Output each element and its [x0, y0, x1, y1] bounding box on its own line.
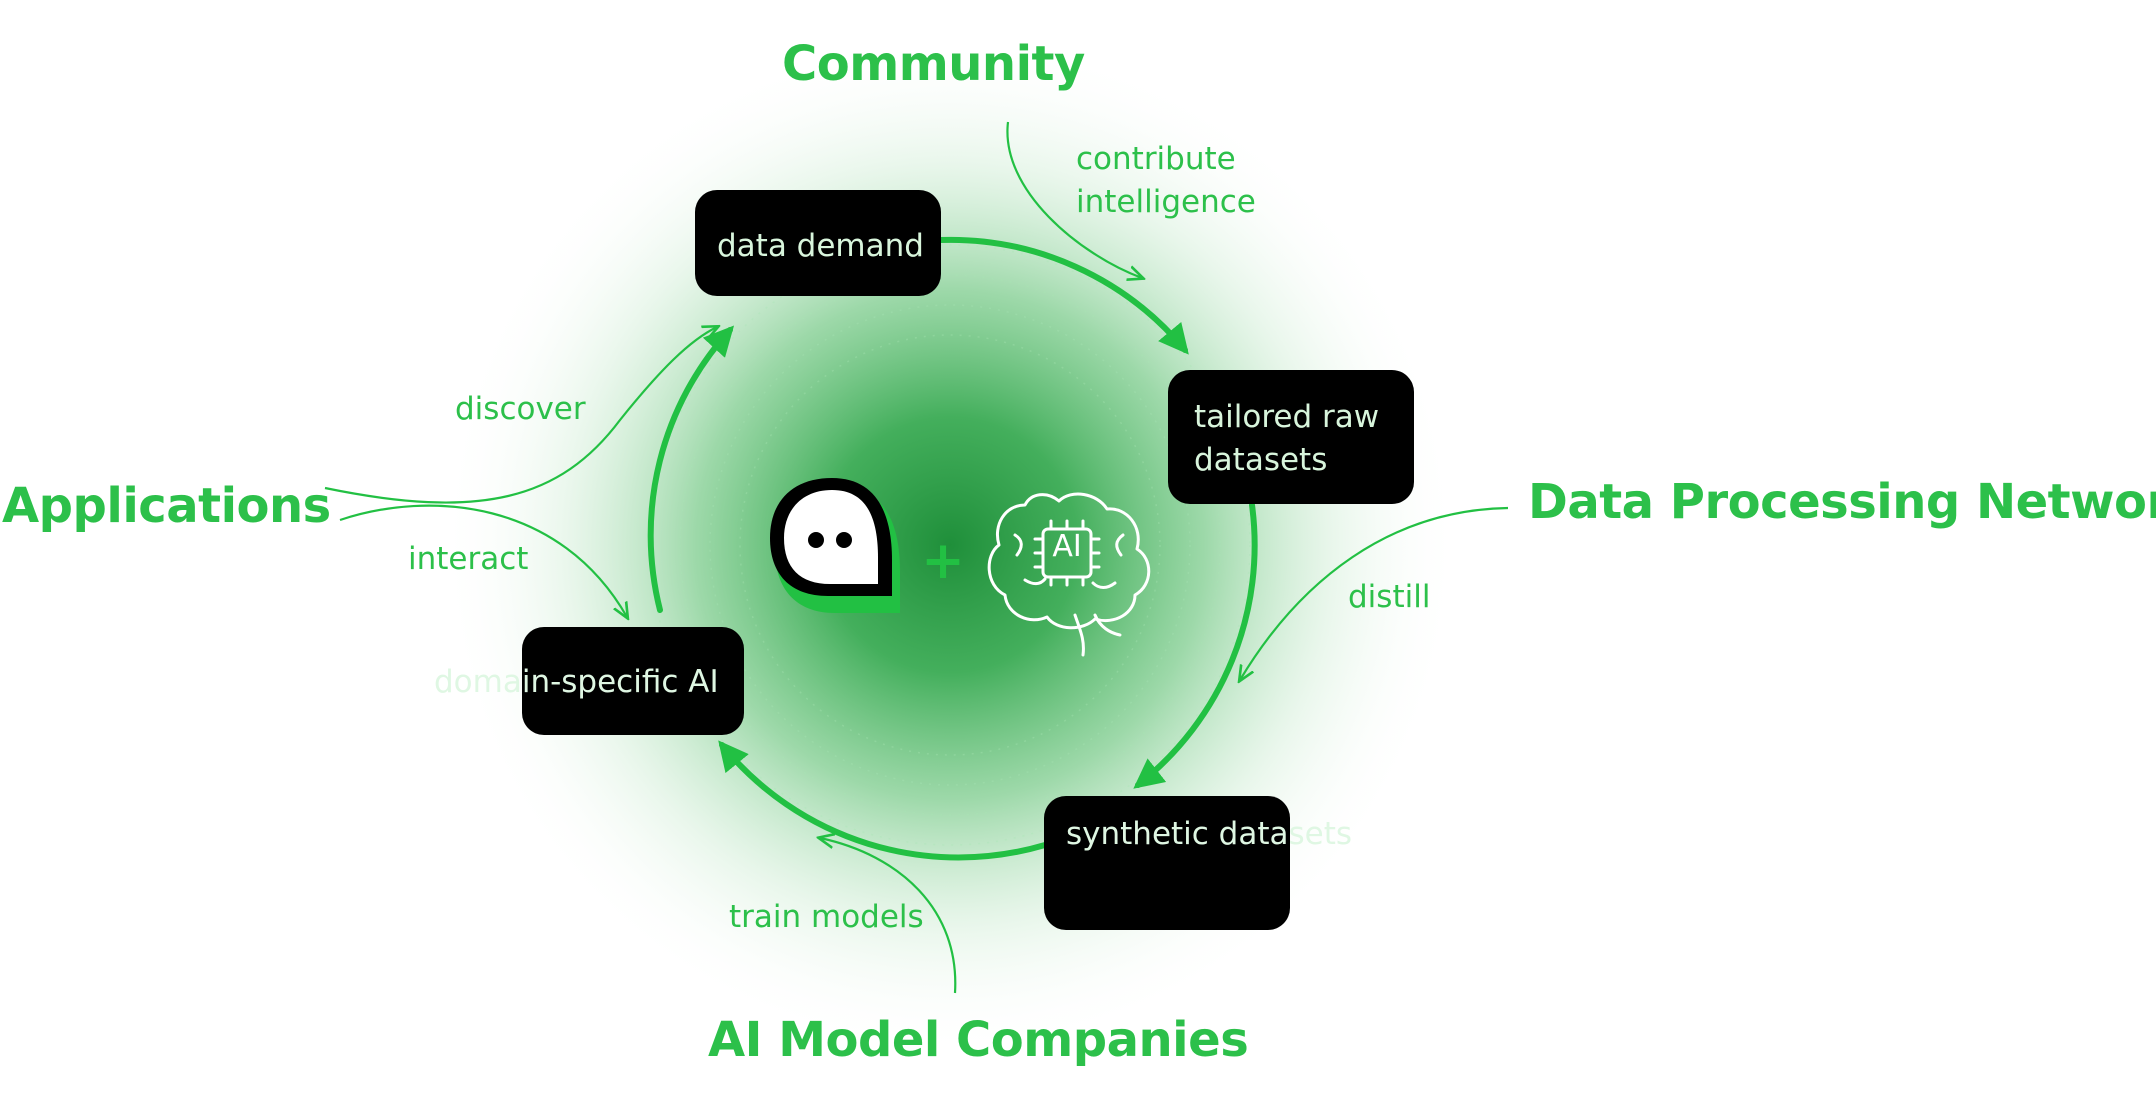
actor-data-processing-network: Data Processing Network	[1528, 474, 2156, 530]
flow-label-contribute-line2: intelligence	[1076, 184, 1256, 220]
node-tailored-raw-datasets: tailored raw datasets	[1168, 370, 1414, 504]
flow-community	[1006, 121, 1142, 278]
node-data-demand: data demand	[695, 190, 941, 296]
cycle-arcs	[647, 236, 1258, 861]
flow-label-discover: discover	[455, 391, 586, 427]
flow-label-train-models: train models	[729, 899, 924, 935]
arc-synthetic-to-ai	[718, 740, 1048, 861]
ring-texture	[649, 244, 1251, 846]
flow-interact	[339, 504, 627, 617]
flow-data-processing	[1240, 506, 1509, 680]
flow-discover	[324, 327, 717, 504]
ai-chip-label: AI	[1052, 529, 1081, 564]
flow-ai-companies	[820, 838, 957, 994]
arc-ai-to-demand	[647, 325, 735, 613]
flow-label-contribute-line1: contribute	[1076, 141, 1236, 177]
mascot-icon	[770, 478, 900, 613]
flow-label-interact: interact	[408, 541, 529, 577]
actor-applications: Applications	[2, 478, 331, 534]
node-synthetic-datasets	[1044, 796, 1290, 930]
node-synthetic-datasets-label: synthetic datasets	[1066, 816, 1353, 852]
node-data-demand-label: data demand	[717, 228, 924, 264]
actor-community: Community	[782, 36, 1085, 92]
flow-curves	[324, 121, 1509, 994]
actor-ai-model-companies: AI Model Companies	[708, 1012, 1249, 1068]
flow-label-contribute: contribute intelligence	[1076, 138, 1256, 224]
plus-sign: +	[921, 531, 965, 591]
arc-demand-to-raw	[937, 236, 1189, 355]
node-domain-specific-ai	[522, 627, 744, 735]
brain-icon	[987, 492, 1151, 657]
node-domain-specific-ai-label: domain-specific AI	[434, 664, 719, 700]
arc-raw-to-synthetic	[1133, 502, 1258, 789]
node-tailored-raw-datasets-line2: datasets	[1194, 442, 1328, 478]
flow-label-distill: distill	[1348, 579, 1431, 615]
node-tailored-raw-datasets-line1: tailored raw	[1194, 399, 1380, 435]
